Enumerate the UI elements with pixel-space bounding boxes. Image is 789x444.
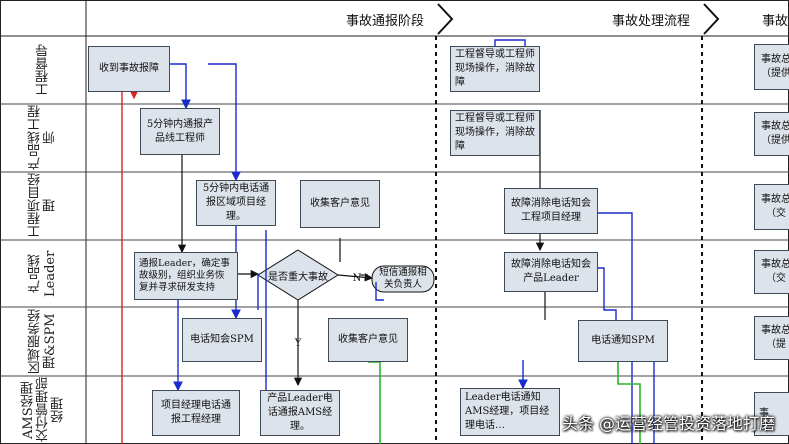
lane-label-project-manager: 工程项目经理 (28, 173, 58, 239)
decision-no-label: N (352, 273, 362, 284)
watermark: 头条 @运营经管投资落地打磨 (561, 414, 775, 433)
box-leader-notify-ams: 产品Leader电话通报AMS经理。 (260, 390, 340, 436)
decision-label: 是否重大事故 (268, 272, 328, 283)
box-phase3-5: 事故总（提 (754, 316, 789, 360)
phase-title-2: 事故处理流程 (612, 14, 691, 29)
green-connector-2 (617, 362, 641, 444)
green-connector-1 (368, 361, 381, 444)
phase-title-3: 事故 (762, 14, 789, 29)
box-collect-feedback-1: 收集客户意见 (300, 180, 380, 228)
blue-connectors (170, 39, 655, 444)
decision-yes-label: Y (294, 338, 302, 349)
box-fault-clear-leader: 故障消除电话知会产品Leader (504, 252, 598, 292)
box-leader-notify-ams-2: Leader电话通知AMS经理，项目经理电话… (460, 388, 560, 436)
box-fault-clear-pm: 故障消除电话知会工程项目经理 (504, 188, 598, 234)
box-phase3-2: 事故总（提供 (754, 112, 789, 156)
lane-dividers (0, 103, 789, 377)
box-notify-pl-engineer: 5分钟内通报产品线工程师 (140, 108, 220, 155)
box-phase3-1: 事故总（提供 (754, 44, 789, 90)
box-phase3-6: 事 (754, 392, 789, 436)
box-phase3-3: 事故总（交 (754, 184, 789, 230)
lane-label-ams-delivery-manager: AMS经理交付管理部经理 (20, 377, 66, 443)
terminal-sms-notify: 短信通报相关负责人 (379, 267, 427, 290)
red-connector (121, 87, 139, 444)
lane-label-product-leader: 产品线Leader (28, 250, 58, 297)
phase-1-chevron (437, 3, 454, 35)
box-phone-notify-pm: 5分钟内电话通报区域项目经理。 (196, 180, 276, 226)
box-pm-notify-engineer: 项目经理电话通报工程经理 (152, 390, 240, 436)
box-notify-leader: 通报Leader，确定事故级别，组织业务恢复并寻求研发支持 (134, 252, 238, 300)
lane-label-service-manager-spm: 区域服务经理&SPM (28, 309, 58, 374)
box-onsite-fix-1: 工程督导或工程师现场操作，消除故障 (450, 46, 540, 92)
box-phone-notify-spm: 电话通知SPM (578, 320, 668, 362)
lane-label-product-engineer: 产品线工程师 (28, 105, 58, 171)
phase-2-chevron (703, 3, 720, 35)
box-onsite-fix-2: 工程督导或工程师现场操作，消除故障 (450, 110, 540, 156)
box-phone-spm: 电话知会SPM (182, 318, 262, 362)
box-phase3-4: 事故总（交 (754, 250, 789, 294)
phase-title-1: 事故通报阶段 (346, 14, 425, 29)
box-collect-feedback-2: 收集客户意见 (328, 318, 408, 362)
lane-label-engineering-supervisor: 工程督导 (35, 44, 51, 96)
box-receive-report: 收到事故报障 (88, 46, 170, 92)
